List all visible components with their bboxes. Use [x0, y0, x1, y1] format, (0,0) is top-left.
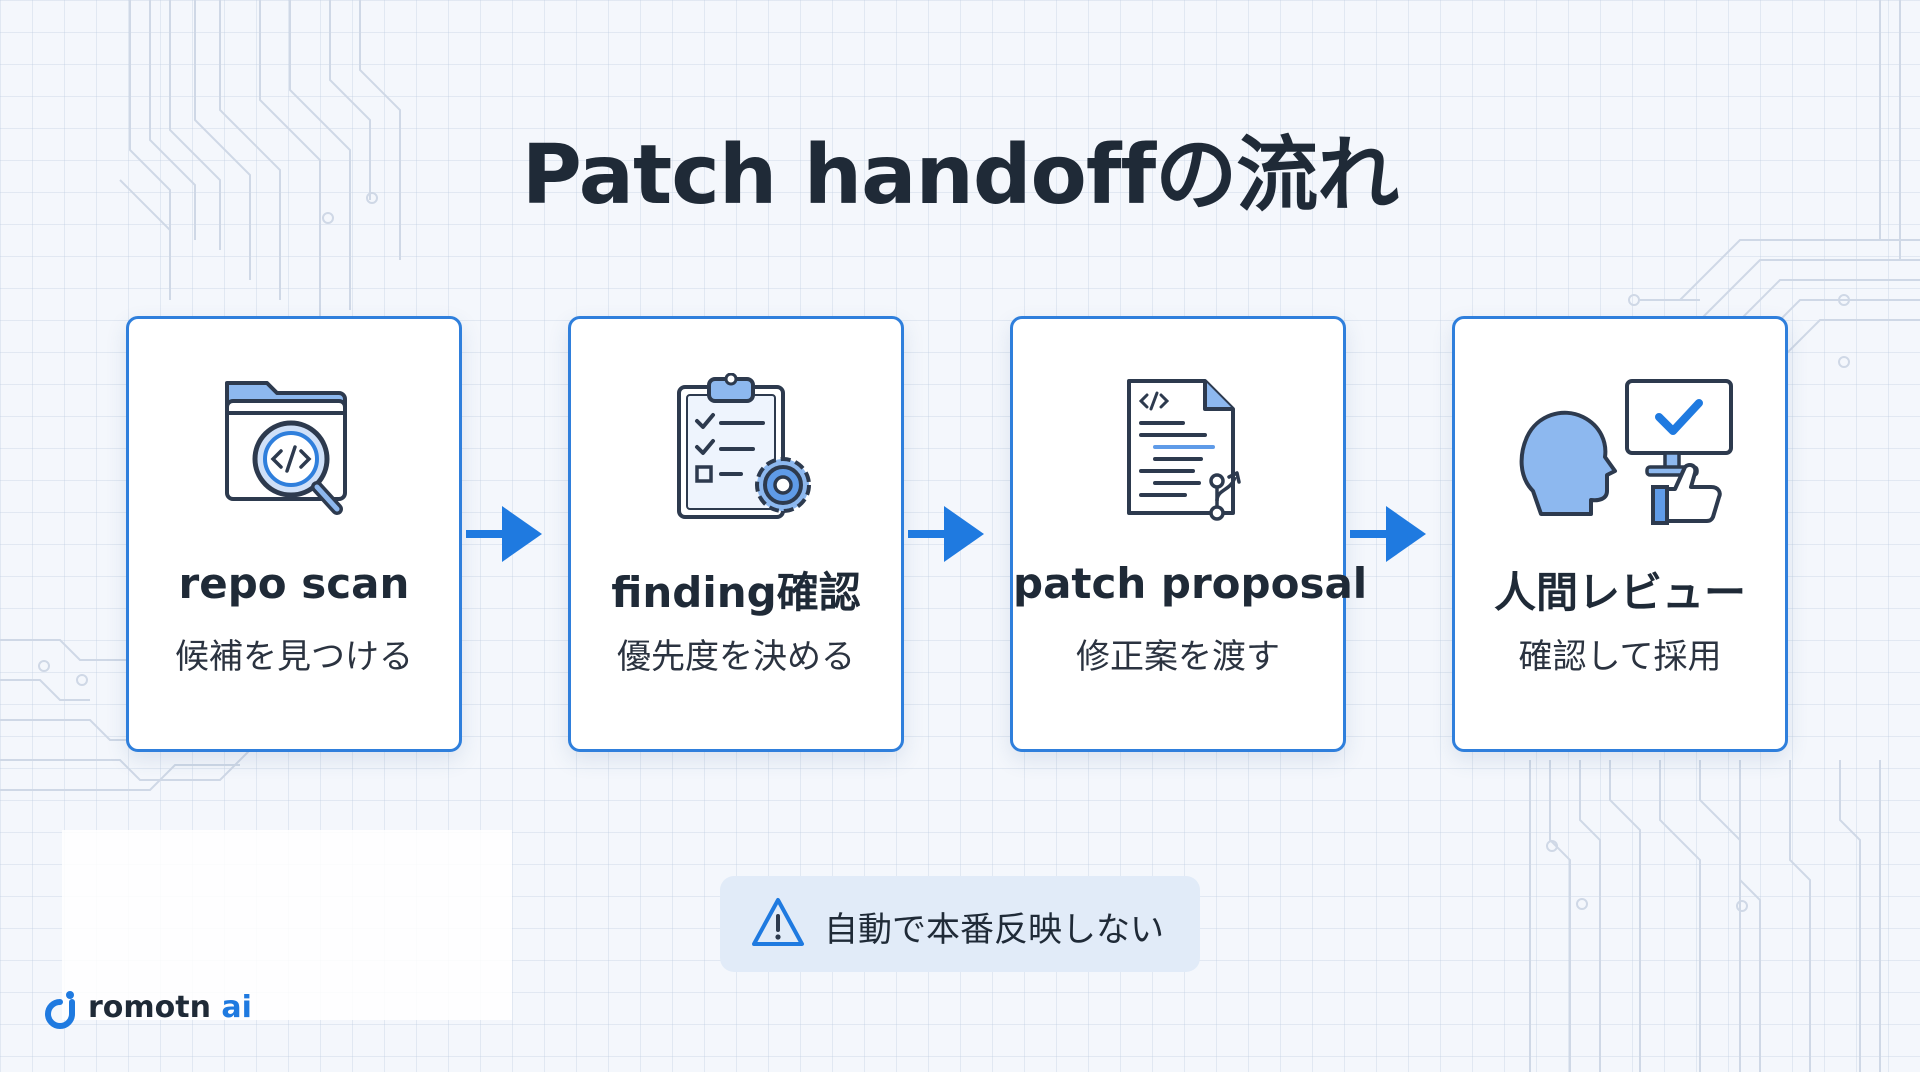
- warning-callout: 自動で本番反映しない: [720, 876, 1200, 972]
- arrow-right-icon: [466, 506, 542, 562]
- code-document-branch-icon: [1127, 379, 1241, 521]
- brand-name-accent: ai: [210, 990, 252, 1025]
- step-subtitle: 優先度を決める: [617, 637, 855, 677]
- brand-logo-icon: [45, 991, 75, 1029]
- blank-panel: [62, 830, 512, 1020]
- clipboard-checklist-gear-icon: [677, 373, 811, 519]
- brand-name: romotn ai: [88, 990, 252, 1025]
- warning-text: 自動で本番反映しない: [824, 910, 1164, 950]
- person-monitor-approval-icon: [1519, 379, 1733, 525]
- step-title: patch proposal: [1013, 559, 1368, 608]
- step-card-human-review: 人間レビュー 確認して採用: [1452, 316, 1788, 752]
- step-subtitle: 修正案を渡す: [1076, 637, 1280, 677]
- warning-triangle-icon: [752, 898, 804, 946]
- arrow-right-icon: [908, 506, 984, 562]
- step-title: 人間レビュー: [1493, 568, 1746, 617]
- step-title: repo scan: [178, 559, 410, 608]
- page-title: Patch handoffの流れ: [521, 128, 1399, 223]
- folder-search-code-icon: [225, 381, 347, 515]
- arrow-right-icon: [1350, 506, 1426, 562]
- brand-name-main: romotn: [88, 990, 211, 1025]
- step-subtitle: 候補を見つける: [175, 637, 413, 677]
- step-card-finding-review: finding確認 優先度を決める: [568, 316, 904, 752]
- step-title: finding確認: [611, 568, 861, 617]
- step-card-repo-scan: repo scan 候補を見つける: [126, 316, 462, 752]
- step-subtitle: 確認して採用: [1518, 637, 1722, 677]
- step-card-patch-proposal: patch proposal 修正案を渡す: [1010, 316, 1368, 752]
